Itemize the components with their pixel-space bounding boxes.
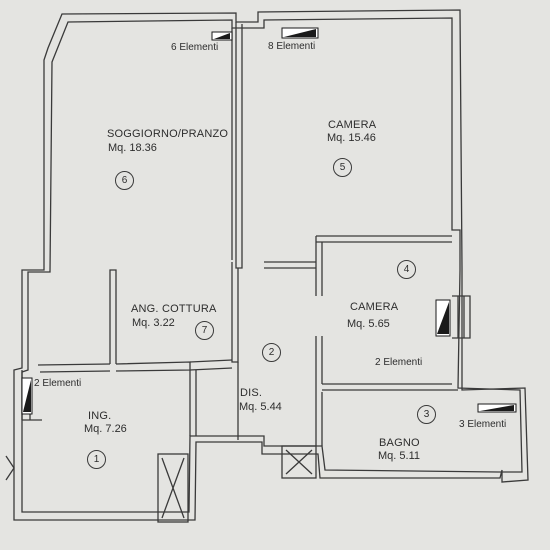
- room-area-angolo-cottura: Mq. 3.22: [132, 317, 175, 329]
- room-name-ingresso: ING.: [88, 410, 112, 422]
- radiator-label-camera-small: 2 Elementi: [375, 357, 423, 368]
- room-area-camera-small: Mq. 5.65: [347, 318, 390, 330]
- wall-soggiorno-ingresso: [37, 269, 191, 373]
- room-number-disimpegno: 2: [262, 343, 281, 362]
- room-area-disimpegno: Mq. 5.44: [239, 401, 282, 413]
- room-area-camera-large: Mq. 15.46: [327, 132, 376, 144]
- radiator-camera-large-fill: [284, 29, 316, 37]
- room-name-disimpegno: DIS.: [240, 387, 263, 399]
- room-area-bagno: Mq. 5.11: [378, 450, 420, 462]
- room-number-soggiorno: 6: [115, 171, 134, 190]
- wall-camera-small: [264, 235, 458, 391]
- radiator-label-bagno: 3 Elementi: [459, 419, 507, 430]
- room-number-ingresso: 1: [87, 450, 106, 469]
- wall-soggiorno-camera: [231, 22, 243, 269]
- room-name-camera-small: CAMERA: [350, 301, 399, 313]
- room-number-camera-large: 5: [333, 158, 352, 177]
- room-name-bagno: BAGNO: [379, 437, 420, 449]
- wall-dis-bagno: [237, 362, 323, 446]
- room-name-camera-large: CAMERA: [328, 119, 377, 131]
- radiator-label-soggiorno: 6 Elementi: [171, 42, 219, 53]
- radiators: [21, 27, 517, 415]
- room-area-ingresso: Mq. 7.26: [84, 423, 127, 435]
- radiator-soggiorno-fill: [214, 33, 230, 39]
- room-name-soggiorno: SOGGIORNO/PRANZO: [107, 128, 229, 140]
- radiator-camera-small-fill: [437, 302, 449, 334]
- room-number-angolo-cottura: 7: [195, 321, 214, 340]
- wall-angolo-cottura: [189, 262, 239, 371]
- left-door-stub: [5, 455, 15, 481]
- shaft-ingresso: [157, 453, 189, 523]
- radiator-ingresso-fill: [23, 380, 31, 412]
- window-camera-small: [452, 295, 471, 339]
- radiator-label-camera-large: 8 Elementi: [268, 41, 316, 52]
- room-area-soggiorno: Mq. 18.36: [108, 142, 157, 154]
- room-name-angolo-cottura: ANG. COTTURA: [131, 303, 217, 315]
- radiator-bagno-fill: [480, 405, 514, 411]
- shaft-dis: [281, 445, 317, 479]
- outer-wall: [13, 9, 529, 521]
- room-number-bagno: 3: [417, 405, 436, 424]
- radiator-label-ingresso: 2 Elementi: [34, 378, 82, 389]
- room-number-camera-small: 4: [397, 260, 416, 279]
